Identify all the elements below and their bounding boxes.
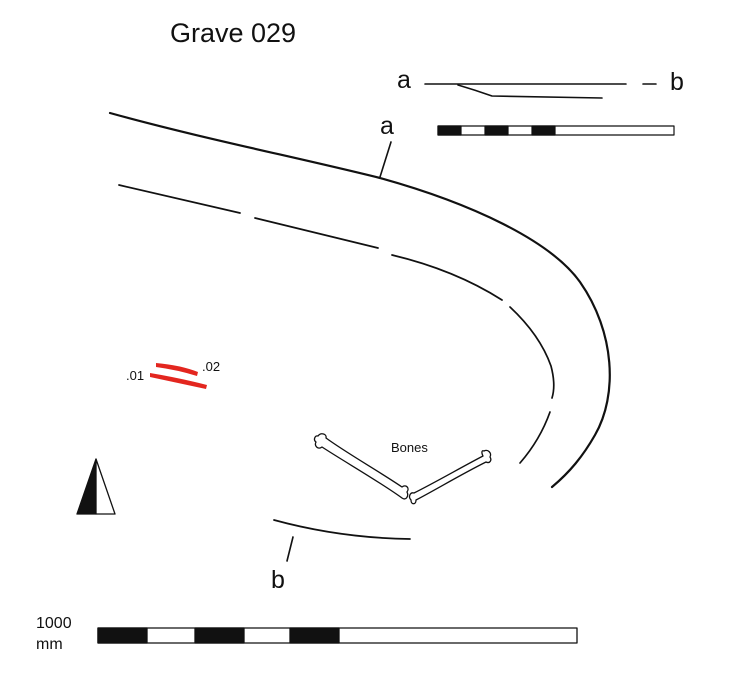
plan-label-b: b: [271, 566, 285, 594]
grave-outline-inner: [118, 184, 555, 464]
main-scale-bar: [97, 627, 578, 644]
section-label-a: a: [397, 66, 411, 94]
leader-line-b: [286, 536, 294, 562]
find-label-02: .02: [202, 359, 221, 374]
section-label-b: b: [670, 68, 684, 96]
bone-left: [313, 433, 409, 500]
bones-label: Bones: [391, 440, 428, 455]
grave-outline-lower: [273, 519, 411, 540]
drawing-title: Grave 029: [170, 18, 297, 48]
scale-unit: mm: [36, 636, 63, 653]
leader-line-a: [379, 141, 392, 178]
scale-length: 1000: [36, 615, 72, 632]
find-label-01: .01: [126, 368, 145, 383]
find-01-marker: [150, 373, 207, 389]
find-markers: [150, 363, 207, 389]
grave-outline-outer: [108, 111, 611, 489]
scale-label: 1000 mm: [36, 613, 72, 655]
bone-right: [408, 449, 492, 505]
north-arrow-icon: [76, 458, 116, 515]
section-scale-bar: [437, 125, 675, 136]
plan-label-a: a: [380, 112, 394, 140]
find-02-marker: [156, 363, 198, 376]
section-profile: [424, 83, 657, 99]
